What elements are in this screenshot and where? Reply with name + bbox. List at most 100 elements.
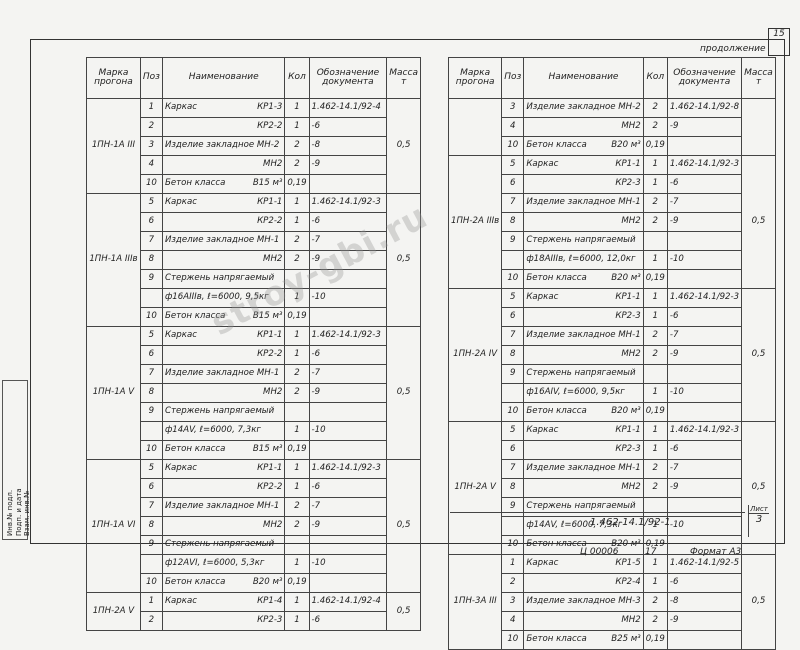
item-spec: КР1-1	[257, 463, 283, 474]
page-number-text: 15	[773, 29, 785, 39]
cell-qty: 0,19	[284, 174, 310, 194]
cell-qty: 2	[642, 459, 668, 479]
cell-name: МН2	[523, 611, 644, 631]
cell-doc: -7	[666, 459, 743, 479]
cell-doc: -6	[308, 611, 388, 631]
item-spec: КР2-2	[257, 482, 283, 493]
cell-pos: 5	[139, 326, 163, 346]
header-doc: Обозначение документа	[666, 57, 743, 99]
cell-doc: -10	[308, 554, 388, 574]
cell-qty: 1	[284, 326, 310, 346]
table-header: Марка прогона Поз Наименование Кол Обозн…	[447, 57, 776, 99]
cell-doc: 1.462-14.1/92-4	[308, 592, 388, 612]
cell-pos: 10	[501, 269, 525, 289]
cell-name: ф16АIV, ℓ=6000, 9,5кг	[523, 383, 644, 403]
item-spec: КР1-5	[615, 558, 641, 569]
cell-doc	[666, 402, 743, 422]
cell-qty: 2	[642, 611, 668, 631]
side-label: Подп. и дата	[15, 488, 23, 536]
cell-mark: 1ПН-1А VI	[86, 459, 141, 593]
cell-pos: 3	[139, 136, 163, 156]
cell-doc: -10	[666, 383, 743, 403]
cell-doc: 1.462-14.1/92-3	[666, 155, 743, 175]
cell-qty: 1	[642, 307, 668, 327]
item-name: Каркас	[164, 197, 197, 208]
cell-doc	[666, 269, 743, 289]
cell-name-wrap: КР2-3	[526, 312, 640, 321]
cell-doc: -9	[308, 155, 388, 175]
cell-qty: 1	[642, 250, 668, 270]
cell-pos: 5	[501, 288, 525, 308]
copy-number: 17	[645, 547, 657, 557]
cell-name-wrap: Стержень напрягаемый	[165, 274, 282, 283]
cell-doc: 1.462-14.1/92-8	[666, 98, 743, 118]
cell-doc: -6	[666, 573, 743, 593]
header-pos: Поз	[139, 57, 163, 99]
cell-qty: 2	[642, 326, 668, 346]
cell-doc: -9	[308, 516, 388, 536]
item-spec: КР2-2	[257, 216, 283, 227]
item-name: Стержень напрягаемый	[164, 406, 275, 417]
cell-doc: -7	[666, 193, 743, 213]
item-spec: КР1-3	[257, 102, 283, 113]
cell-name-wrap: ф14АV, ℓ=6000, 7,3кг	[165, 426, 282, 435]
cell-mark	[447, 98, 503, 156]
item-spec: В20 м³	[611, 539, 641, 550]
cell-mark: 1ПН-1А V	[86, 326, 141, 460]
cell-name-wrap: Стержень напрягаемый	[165, 407, 282, 416]
item-name: Каркас	[164, 102, 197, 113]
cell-pos	[139, 421, 163, 441]
cell-name-wrap: МН2	[165, 255, 282, 264]
cell-doc	[666, 364, 743, 384]
cell-name: Стержень напрягаемый	[161, 535, 286, 555]
cell-name: Изделие закладное МН-1	[161, 231, 286, 251]
cell-pos: 7	[501, 459, 525, 479]
item-spec: В15 м³	[252, 178, 283, 189]
item-name: ф16АIIIв, ℓ=6000, 9,5кг	[164, 292, 269, 303]
cell-name-wrap: КР2-2	[165, 122, 282, 131]
cell-name-wrap: Изделие закладное МН-2	[165, 141, 282, 150]
cell-name: МН2	[161, 383, 286, 403]
cell-name: МН2	[523, 117, 644, 137]
continuation-label: продолжение	[700, 44, 766, 54]
cell-name-wrap: Стержень напрягаемый	[526, 502, 640, 511]
cell-name: Стержень напрягаемый	[523, 231, 644, 251]
cell-name-wrap: КР2-3	[526, 445, 640, 454]
cell-doc	[308, 440, 388, 460]
item-name: Изделие закладное МН-2	[164, 140, 280, 151]
item-spec: КР2-3	[615, 444, 641, 455]
item-name: Бетон класса	[526, 140, 587, 151]
item-name: Изделие закладное МН-2	[526, 102, 641, 113]
cell-pos: 8	[139, 383, 163, 403]
cell-name-wrap: МН2	[526, 483, 640, 492]
cell-name: ф12АVI, ℓ=6000, 5,3кг	[161, 554, 286, 574]
cell-qty: 0,19	[642, 136, 668, 156]
cell-pos: 8	[501, 345, 525, 365]
cell-pos	[139, 554, 163, 574]
